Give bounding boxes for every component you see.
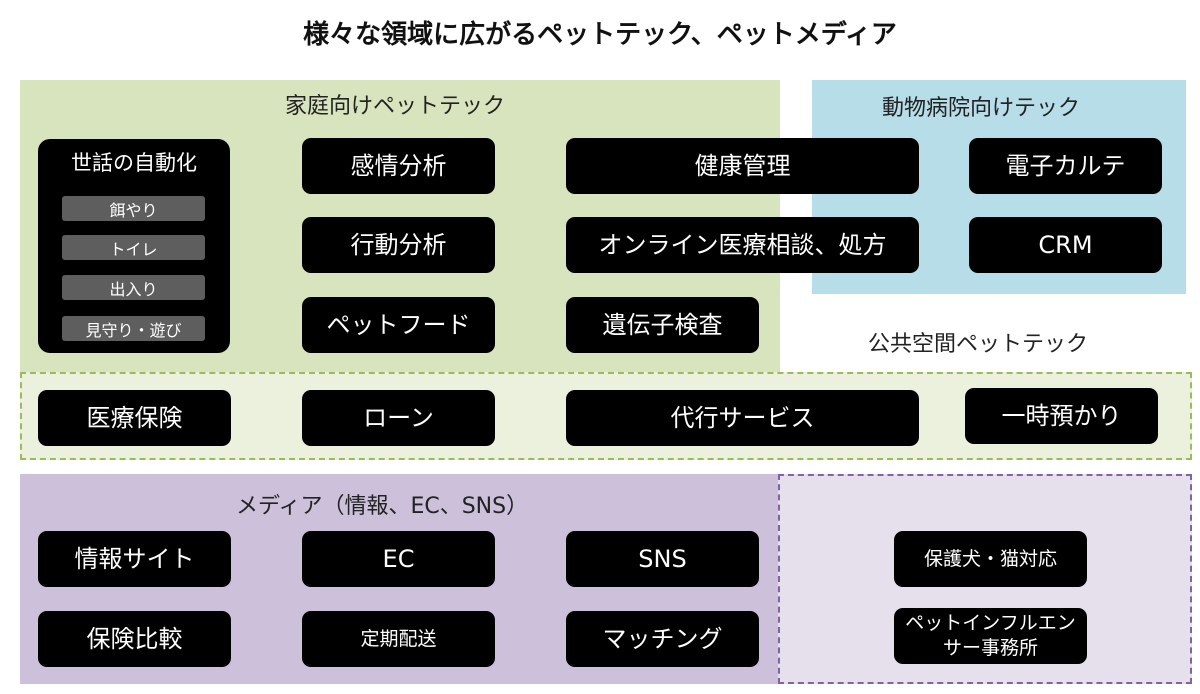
emotion-analysis-box: 感情分析: [302, 138, 495, 194]
health-management-box: 健康管理: [566, 138, 919, 194]
home-pettech-label: 家庭向けペットテック: [285, 94, 506, 119]
care-chip-feeding: 餌やり: [62, 196, 205, 221]
vet-tech-label: 動物病院向けテック: [882, 96, 1081, 121]
agency-service-box: 代行サービス: [566, 390, 919, 446]
online-consultation-box: オンライン医療相談、処方: [566, 217, 919, 273]
pet-food-box: ペットフード: [302, 297, 495, 353]
loan-box: ローン: [302, 390, 495, 446]
care-chip-toilet: トイレ: [62, 235, 205, 260]
behavior-analysis-box: 行動分析: [302, 217, 495, 273]
crm-box: CRM: [969, 217, 1162, 273]
care-chip-door: 出入り: [62, 275, 205, 300]
insurance-comparison-box: 保険比較: [38, 611, 231, 667]
genetic-testing-box: 遺伝子検査: [566, 297, 759, 353]
medical-insurance-box: 医療保険: [38, 390, 231, 446]
page-title: 様々な領域に広がるペットテック、ペットメディア: [303, 20, 897, 50]
ec-box: EC: [302, 531, 495, 587]
care-automation-title: 世話の自動化: [71, 151, 197, 175]
temporary-care-box: 一時預かり: [965, 388, 1158, 444]
info-site-box: 情報サイト: [38, 531, 231, 587]
care-chip-watch-play: 見守り・遊び: [62, 316, 205, 341]
matching-box: マッチング: [566, 611, 759, 667]
pet-influencer-office-box: ペットインフルエン サー事務所: [894, 608, 1087, 664]
public-pettech-label: 公共空間ペットテック: [868, 332, 1089, 357]
pet-influencer-office-line-1: ペットインフルエン: [905, 612, 1076, 635]
pet-influencer-office-line-2: サー事務所: [942, 637, 1038, 659]
electronic-records-box: 電子カルテ: [969, 138, 1162, 194]
subscription-delivery-box: 定期配送: [302, 611, 495, 667]
media-label: メディア（情報、EC、SNS）: [236, 494, 529, 519]
rescue-animals-box: 保護犬・猫対応: [894, 531, 1087, 587]
sns-box: SNS: [566, 531, 759, 587]
